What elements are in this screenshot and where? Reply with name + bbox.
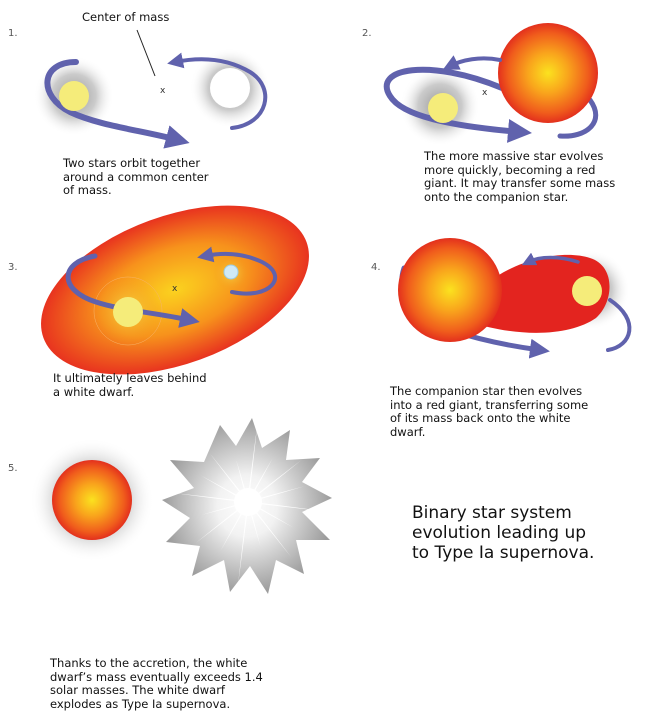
supernova-ray bbox=[250, 511, 261, 547]
center-mark-1: x bbox=[160, 86, 166, 96]
supernova-ray bbox=[256, 506, 294, 528]
star-b bbox=[210, 68, 250, 108]
orbit-arrow-lower-2 bbox=[383, 66, 532, 143]
panel-3-number: 3. bbox=[8, 262, 18, 273]
panel-5-number: 5. bbox=[8, 463, 18, 474]
companion-star-3 bbox=[113, 297, 143, 327]
panel-1-art bbox=[34, 29, 270, 149]
supernova-ray bbox=[248, 422, 258, 493]
white-dwarf-3 bbox=[223, 264, 239, 280]
orbit-arrow-tail-2 bbox=[557, 97, 599, 139]
white-dwarf-4 bbox=[572, 276, 602, 306]
supernova-ray bbox=[252, 458, 273, 494]
supernova-ray bbox=[200, 475, 240, 498]
supernova-ray bbox=[196, 507, 241, 543]
orbit-arrow-tail-4 bbox=[606, 298, 632, 352]
center-mark-3: x bbox=[172, 284, 178, 294]
panel-3-caption: It ultimately leaves behind a white dwar… bbox=[53, 371, 207, 399]
orbit-arrow-lower bbox=[44, 59, 190, 149]
panel-5-caption: Thanks to the accretion, the white dwarf… bbox=[50, 656, 263, 711]
panel-1-number: 1. bbox=[8, 28, 18, 39]
supernova-ray bbox=[253, 509, 292, 558]
orbit-arrow-lower-3 bbox=[65, 253, 200, 328]
center-of-mass-label: Center of mass bbox=[82, 10, 170, 24]
supernova-ray bbox=[220, 510, 244, 551]
supernova-ray bbox=[236, 459, 246, 493]
star-a bbox=[59, 81, 89, 111]
supernova-ray bbox=[201, 504, 239, 515]
supernova-ray bbox=[209, 453, 243, 495]
panel-1-caption: Two stars orbit together around a common… bbox=[63, 156, 209, 197]
red-giant-4 bbox=[398, 238, 502, 342]
supernova-ray bbox=[237, 511, 248, 586]
mass-transfer-stream bbox=[470, 254, 610, 333]
companion-star bbox=[428, 93, 458, 123]
panel-3-art bbox=[41, 205, 309, 375]
panel-2-caption: The more massive star evolves more quick… bbox=[424, 149, 616, 204]
supernova-ray bbox=[257, 502, 326, 512]
panel-2-number: 2. bbox=[362, 28, 372, 39]
panel-4-caption: The companion star then evolves into a r… bbox=[390, 384, 589, 439]
red-giant-5 bbox=[52, 460, 132, 540]
panel-4-art bbox=[398, 238, 632, 359]
red-giant bbox=[498, 23, 598, 123]
center-of-mass-pointer bbox=[136, 29, 156, 77]
panel-2-art bbox=[383, 23, 599, 146]
supernova-core bbox=[234, 488, 262, 516]
orbit-arrow-upper bbox=[167, 52, 268, 130]
figure-title: Binary star system evolution leading up … bbox=[412, 503, 595, 563]
orbit-arrow-upper-3 bbox=[197, 246, 277, 296]
supernova-ray bbox=[257, 486, 304, 500]
panel-4-number: 4. bbox=[371, 262, 381, 273]
supernova-ray bbox=[172, 492, 239, 502]
supernova-ray bbox=[255, 460, 302, 497]
orbit-arrow-upper-2 bbox=[442, 55, 502, 70]
center-mark-2: x bbox=[482, 88, 488, 98]
panel-5-art bbox=[30, 418, 332, 594]
orbit-arrow-upper-4 bbox=[521, 252, 580, 266]
supernova-rays bbox=[172, 422, 326, 586]
